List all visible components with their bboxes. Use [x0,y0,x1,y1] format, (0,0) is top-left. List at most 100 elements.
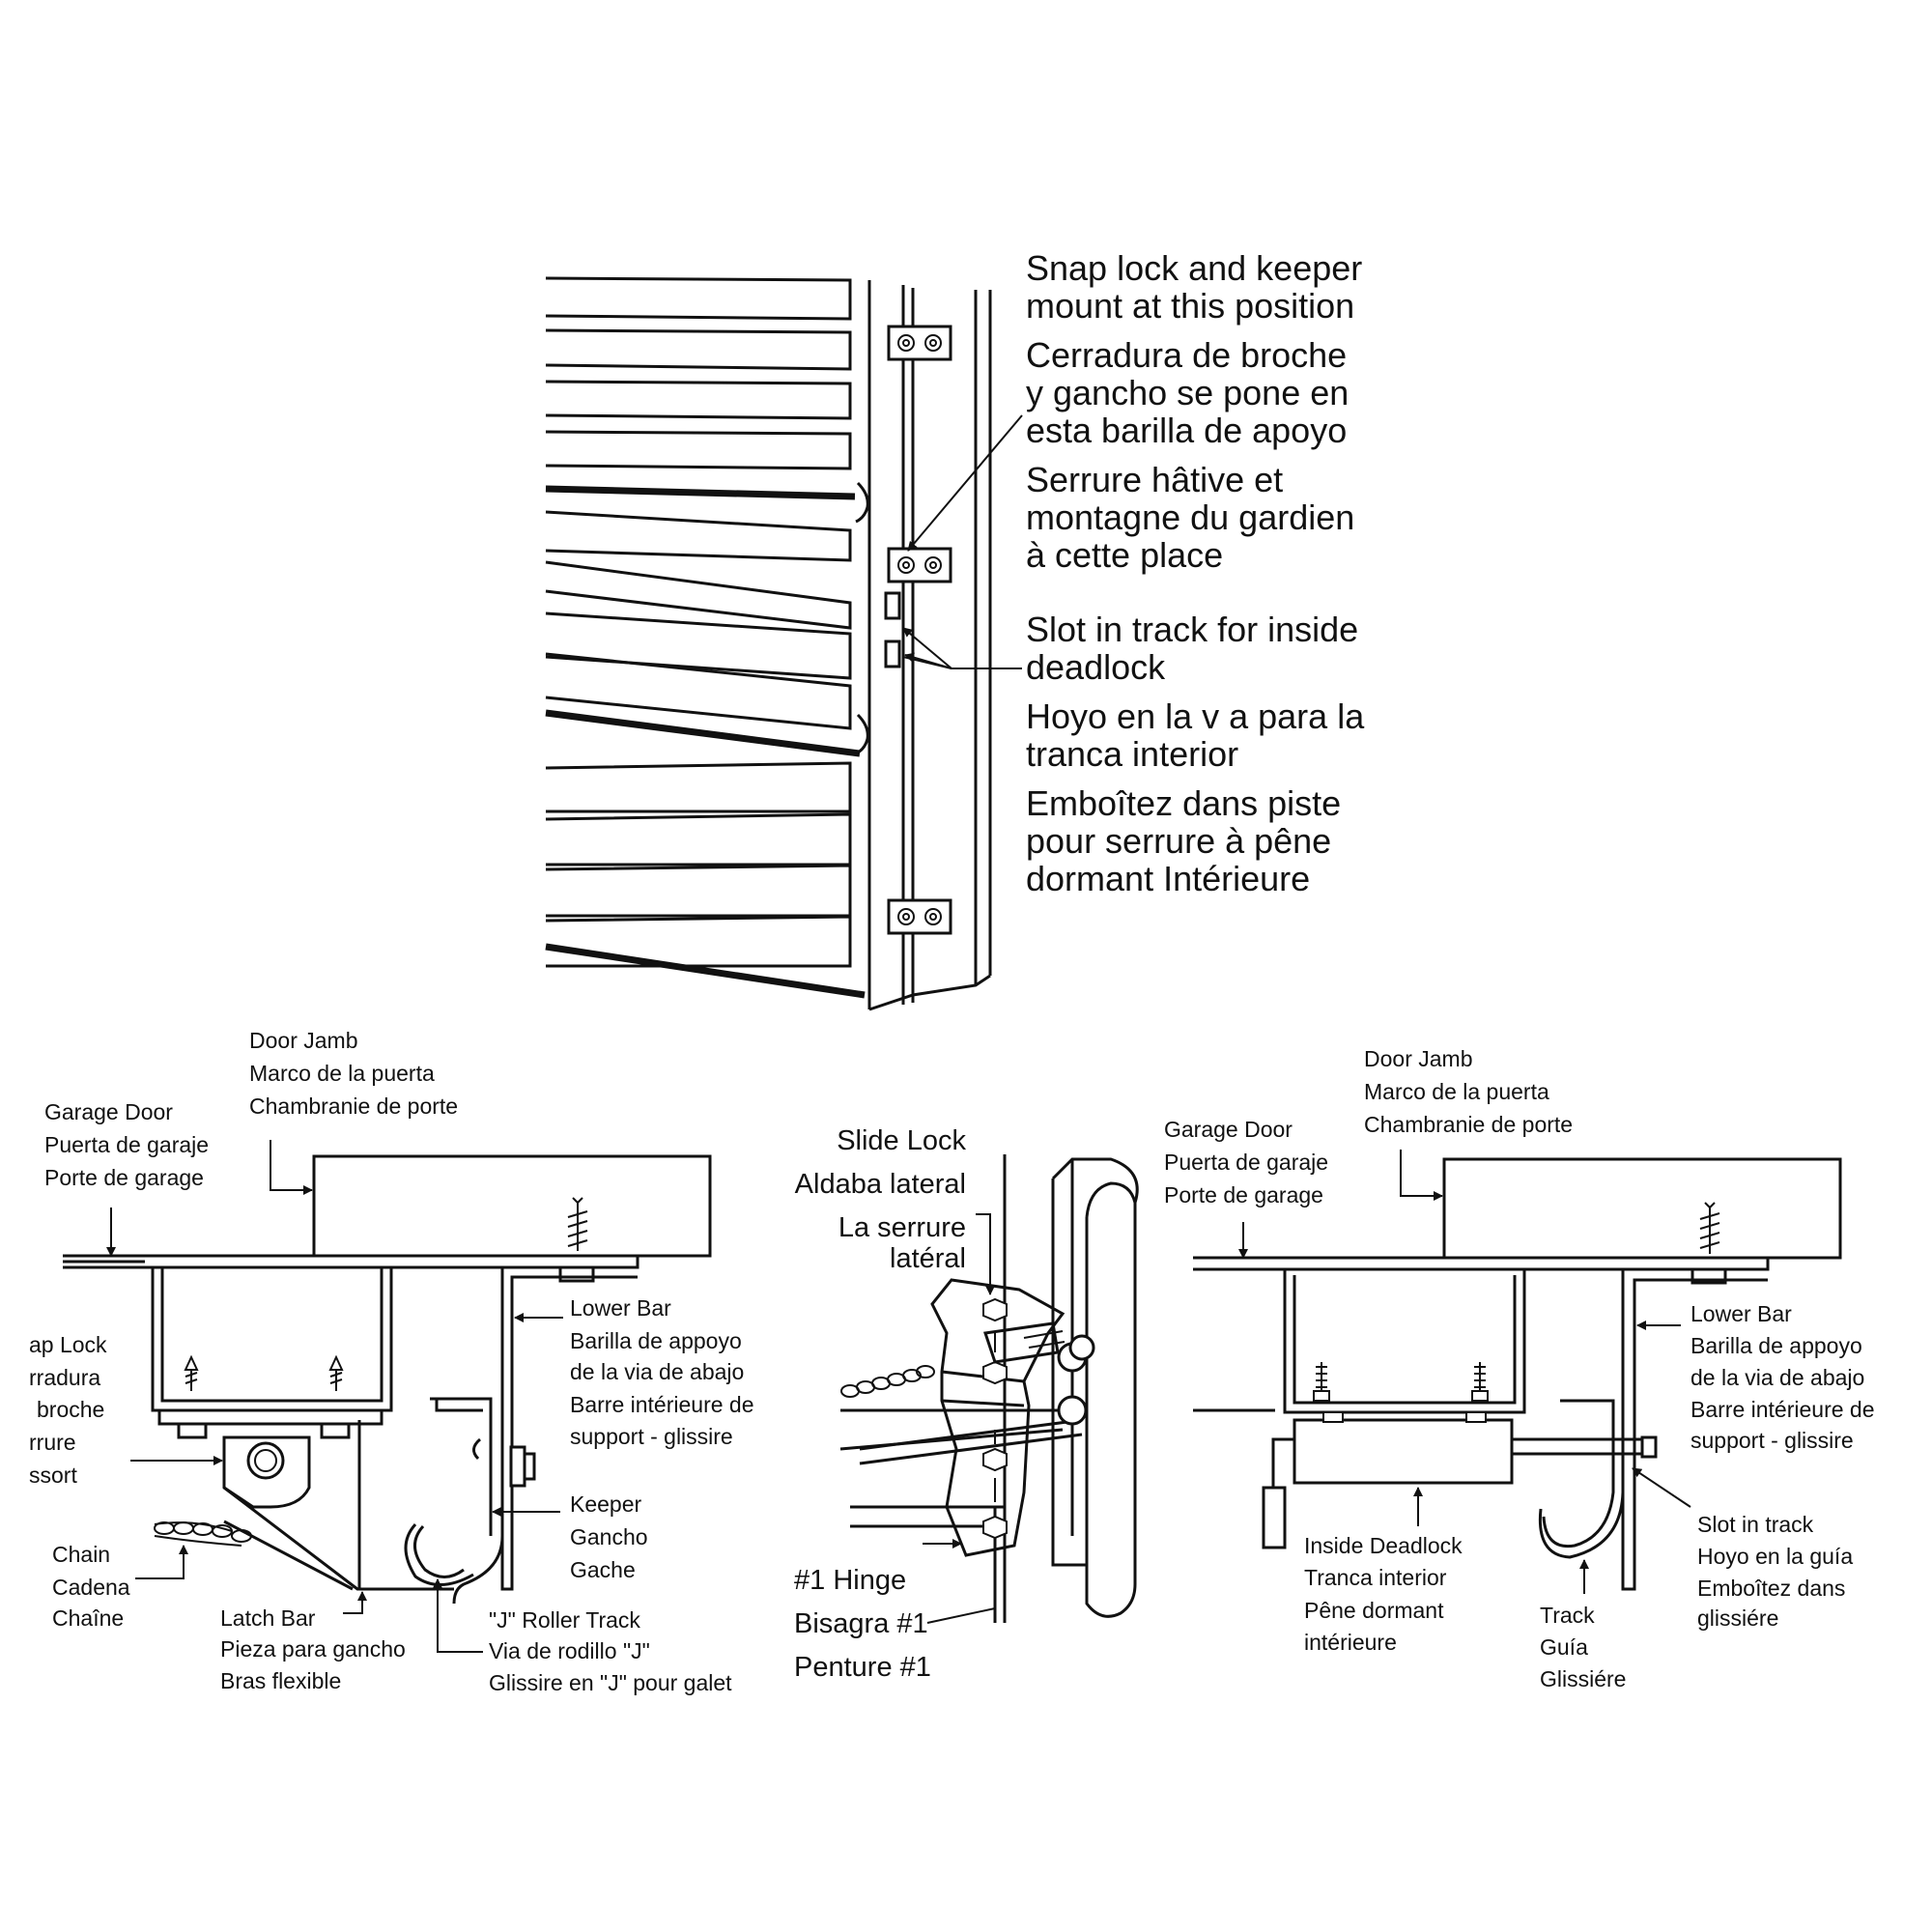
snap-lock-cut-label-1: ap Lock [29,1332,107,1357]
top-labels: Snap lock and keeper mount at this posit… [1026,248,1365,898]
deadlock-slots [884,591,901,668]
garage-door-right-label-1: Garage Door [1164,1117,1293,1142]
lower-bar-label-5: support - glissire [570,1424,733,1449]
j-track-label-1: "J" Roller Track [489,1607,640,1633]
track-right-label-3: Glissiére [1540,1666,1626,1691]
track-right-label-1: Track [1540,1603,1595,1628]
snap-lock-label-8: à cette place [1026,535,1223,575]
garage-door-label-3: Porte de garage [44,1165,204,1190]
slide-lock-bolts [982,1297,1008,1540]
door-jamb-right-label-3: Chambranie de porte [1364,1112,1573,1137]
slide-lock-label-4: latéral [890,1243,966,1274]
slide-lock-label-3: La serrure [838,1212,966,1243]
snap-lock-label-3: Cerradura de broche [1026,335,1347,375]
hasp-chain [840,1365,935,1398]
door-jamb-right-label-2: Marco de la puerta [1364,1079,1549,1104]
chain-label-2: Cadena [52,1575,130,1600]
door-jamb-right-label-1: Door Jamb [1364,1046,1472,1071]
lower-bar-right-label-1: Lower Bar [1690,1301,1792,1326]
latch-bar-label-3: Bras flexible [220,1668,341,1693]
snap-lock-bracket-top [887,325,952,361]
door-jamb-block [312,1154,712,1258]
door-track-elevation [545,276,1023,1011]
snap-lock-label-7: montagne du gardien [1026,497,1354,537]
slide-lock-plate [930,1278,1065,1557]
garage-door-right-label-2: Puerta de garaje [1164,1150,1328,1175]
lower-bar-right-label-4: Barre intérieure de [1690,1397,1875,1422]
track-right [1542,1399,1615,1548]
door-jamb-block-right [1442,1157,1842,1260]
slide-lock-label-1: Slide Lock [837,1125,966,1156]
latch-body [222,1435,311,1509]
snap-lock-bracket-bottom [887,898,952,935]
snap-lock-section [63,1140,712,1653]
track-right-label-2: Guía [1540,1634,1588,1660]
door-jamb-label-1: Door Jamb [249,1028,357,1053]
deadlock-label-4: intérieure [1304,1630,1397,1655]
slot-label-6: pour serrure à pêne [1026,821,1331,861]
chain-label-1: Chain [52,1542,110,1567]
slot-right-label-4: glissiére [1697,1605,1778,1631]
deadlock-label-1: Inside Deadlock [1304,1533,1463,1558]
slot-right-label-1: Slot in track [1697,1512,1814,1537]
snap-lock-cut-label-5: ssort [29,1463,77,1488]
right-labels: Door Jamb Marco de la puerta Chambranie … [1164,1046,1875,1691]
chain-label-3: Chaîne [52,1605,124,1631]
j-track-label-2: Via de rodillo "J" [489,1638,650,1663]
lower-bar [500,1267,638,1591]
keeper-label-2: Gancho [570,1524,648,1549]
door-panels [545,276,869,999]
snap-lock-cut-label-3: broche [37,1397,104,1422]
lower-bar-label-1: Lower Bar [570,1295,671,1321]
deadlock-label-3: Pêne dormant [1304,1598,1444,1623]
lower-bar-right-label-3: de la via de abajo [1690,1365,1864,1390]
lower-bar-right-label-2: Barilla de appoyo [1690,1333,1862,1358]
j-track-label-3: Glissire en "J" pour galet [489,1670,732,1695]
hinge-label-1: #1 Hinge [794,1565,906,1596]
garage-door-label-1: Garage Door [44,1099,173,1124]
lower-bar-label-4: Barre intérieure de [570,1392,754,1417]
garage-door-right-label-3: Porte de garage [1164,1182,1323,1208]
hinge-label-3: Penture #1 [794,1652,931,1683]
snap-lock-cut-label-2: rradura [29,1365,100,1390]
j-roller-track [413,1524,504,1605]
latch-bar-label-2: Pieza para gancho [220,1636,406,1662]
snap-lock-cut-label-4: rrure [29,1430,76,1455]
keeper-label-3: Gache [570,1557,636,1582]
snap-lock-label-5: esta barilla de apoyo [1026,411,1347,450]
slot-label-2: deadlock [1026,647,1166,687]
lower-bar-right-label-5: support - glissire [1690,1428,1854,1453]
slot-label-3: Hoyo en la v a para la [1026,696,1365,736]
deadlock-label-2: Tranca interior [1304,1565,1447,1590]
snap-lock-label-2: mount at this position [1026,286,1354,326]
inside-deadlock-section [1193,1150,1842,1594]
slot-label-7: dormant Intérieure [1026,859,1310,898]
slot-label-4: tranca interior [1026,734,1238,774]
door-jamb-label-2: Marco de la puerta [249,1061,435,1086]
slide-lock-detail [839,1154,1139,1624]
slide-lock-label-2: Aldaba lateral [795,1169,966,1200]
slot-label-5: Emboîtez dans piste [1026,783,1341,823]
snap-lock-housing [151,1267,393,1412]
lower-bar-right [1621,1269,1768,1591]
slot-label-1: Slot in track for inside [1026,610,1358,649]
slot-right-label-2: Hoyo en la guía [1697,1544,1853,1569]
lower-bar-label-2: Barilla de appoyo [570,1328,742,1353]
latch-bar-label-1: Latch Bar [220,1605,316,1631]
snap-lock-bracket-middle [887,547,952,583]
snap-lock-label-4: y gancho se pone en [1026,373,1349,412]
middle-labels: Slide Lock Aldaba lateral La serrure lat… [794,1125,966,1683]
lower-bar-label-3: de la via de abajo [570,1359,744,1384]
snap-lock-label-1: Snap lock and keeper [1026,248,1362,288]
inside-deadlock-body [1293,1418,1514,1485]
deadlock-channel [1283,1269,1526,1414]
keeper [430,1397,493,1536]
slot-right-label-3: Emboîtez dans [1697,1576,1845,1601]
door-track [867,280,992,1011]
garage-door-label-2: Puerta de garaje [44,1132,209,1157]
keeper-label-1: Keeper [570,1492,642,1517]
snap-lock-label-6: Serrure hâtive et [1026,460,1283,499]
hinge-label-2: Bisagra #1 [794,1608,928,1639]
left-labels: Door Jamb Marco de la puerta Chambranie … [29,1028,754,1695]
